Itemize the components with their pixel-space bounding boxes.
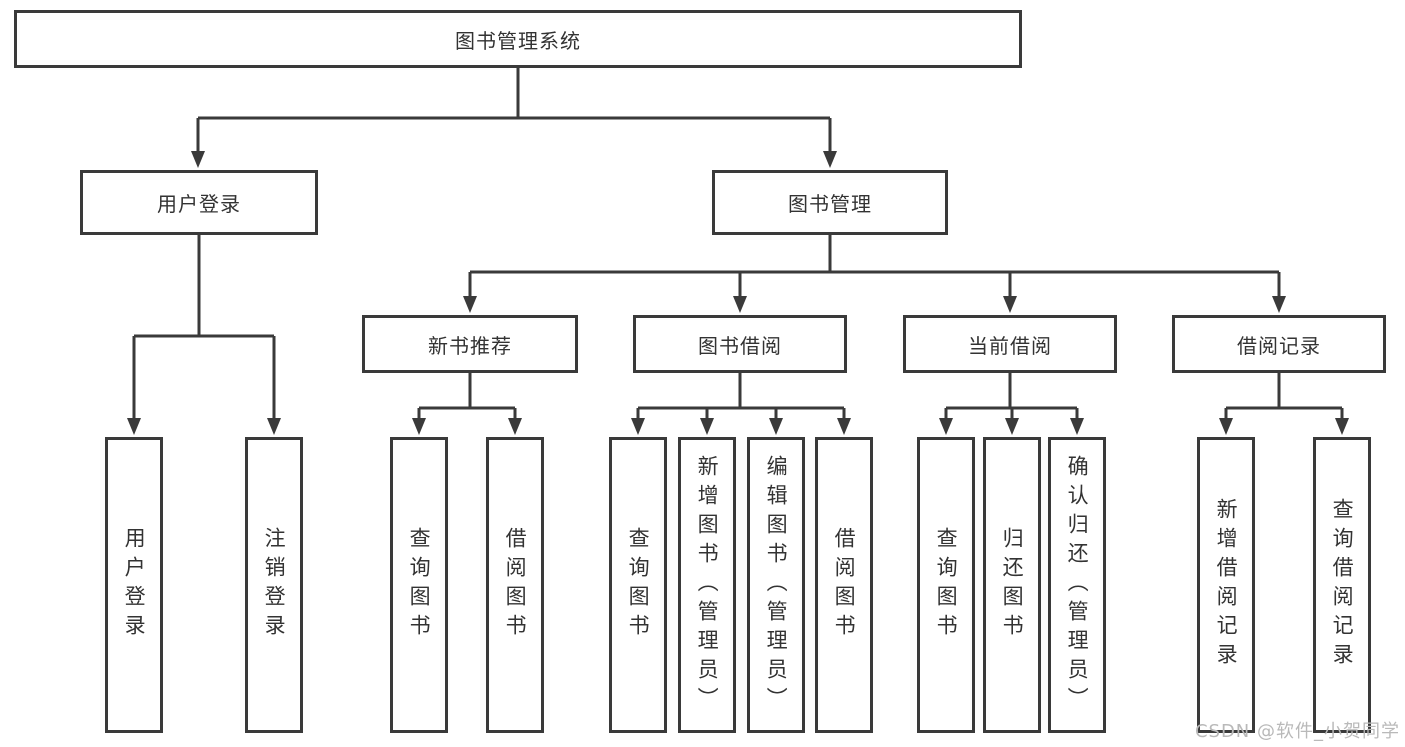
leaf-bb-query-books-label: 查询图书 [626,527,651,643]
node-borrow-records: 借阅记录 [1172,315,1386,373]
leaf-br-query-record: 查询借阅记录 [1313,437,1371,733]
leaf-br-add-record-label: 新增借阅记录 [1214,498,1239,672]
leaf-recommend-query-books: 查询图书 [390,437,448,733]
node-user-login: 用户登录 [80,170,318,235]
leaf-bb-edit-books-admin-label: 编辑图书（管理员） [764,454,789,716]
leaf-recommend-borrow-books: 借阅图书 [486,437,544,733]
leaf-cb-return-books-label: 归还图书 [1000,527,1025,643]
leaf-bb-add-books-admin-label: 新增图书（管理员） [695,454,720,716]
leaf-recommend-query-books-label: 查询图书 [407,527,432,643]
node-user-login-label: 用户登录 [157,192,241,216]
leaf-cb-confirm-return-admin: 确认归还（管理员） [1048,437,1106,733]
leaf-bb-borrow-books: 借阅图书 [815,437,873,733]
leaf-cb-return-books: 归还图书 [983,437,1041,733]
leaf-bb-borrow-books-label: 借阅图书 [832,527,857,643]
leaf-recommend-borrow-books-label: 借阅图书 [503,527,528,643]
node-borrow-records-label: 借阅记录 [1237,333,1321,358]
leaf-bb-edit-books-admin: 编辑图书（管理员） [747,437,805,733]
leaf-user-login-label: 用户登录 [122,527,147,643]
node-current-borrow-label: 当前借阅 [968,333,1052,358]
leaf-cb-query-books: 查询图书 [917,437,975,733]
node-library-management-system-label: 图书管理系统 [455,28,581,53]
node-book-borrow: 图书借阅 [633,315,847,373]
node-book-management-label: 图书管理 [788,192,872,216]
leaf-logout-login: 注销登录 [245,437,303,733]
leaf-bb-add-books-admin: 新增图书（管理员） [678,437,736,733]
leaf-br-add-record: 新增借阅记录 [1197,437,1255,733]
node-library-management-system: 图书管理系统 [14,10,1022,68]
node-book-management: 图书管理 [712,170,948,235]
node-book-borrow-label: 图书借阅 [698,333,782,358]
leaf-cb-query-books-label: 查询图书 [934,527,959,643]
node-current-borrow: 当前借阅 [903,315,1117,373]
leaf-logout-login-label: 注销登录 [262,527,287,643]
leaf-br-query-record-label: 查询借阅记录 [1330,498,1355,672]
csdn-watermark: CSDN @软件_小贺同学 [1194,721,1400,742]
node-new-book-recommend-label: 新书推荐 [428,333,512,358]
leaf-bb-query-books: 查询图书 [609,437,667,733]
leaf-user-login: 用户登录 [105,437,163,733]
node-new-book-recommend: 新书推荐 [362,315,578,373]
leaf-cb-confirm-return-admin-label: 确认归还（管理员） [1065,454,1090,716]
